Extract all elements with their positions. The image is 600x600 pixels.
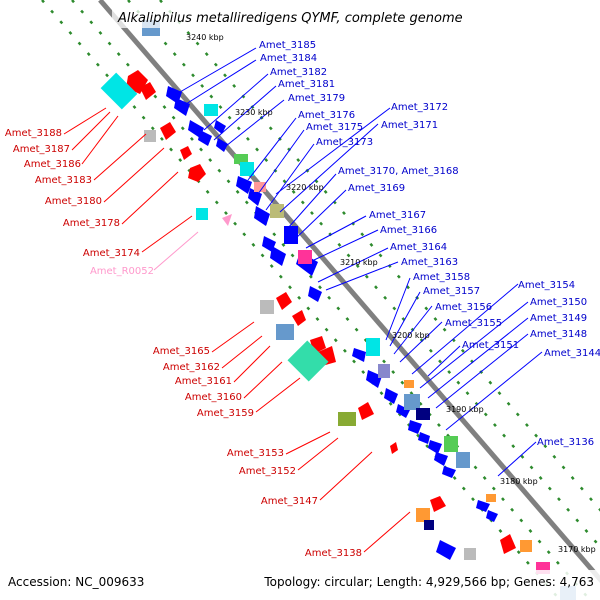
genome-backbone (98, 0, 600, 583)
gene-label: Amet_3167 (369, 210, 426, 221)
tick-3190: 3190 kbp (446, 405, 484, 414)
guide-line-outer-left (41, 0, 561, 600)
gene-label: Amet_3151 (462, 340, 519, 351)
gene-label: Amet_3169 (348, 183, 405, 194)
gene-label: Amet_3149 (530, 313, 587, 324)
tick-3240: 3240 kbp (186, 33, 224, 42)
gene-label: Amet_3165 (153, 346, 210, 357)
guide-line-inner-right (127, 0, 600, 549)
leader-lines-left (63, 107, 411, 553)
tick-3230: 3230 kbp (235, 108, 273, 117)
gene-label: Amet_3166 (380, 225, 437, 236)
gene-label: Amet_3176 (298, 110, 355, 121)
gene-label: Amet_3179 (288, 93, 345, 104)
footer-backdrop (0, 570, 600, 600)
position-ticks: 3240 kbp 3230 kbp 3220 kbp 3210 kbp 3200… (186, 33, 596, 554)
gene-label: Amet_3182 (270, 67, 327, 78)
tick-3220: 3220 kbp (286, 183, 324, 192)
guide-line-inner-left (71, 0, 591, 600)
leader-lines-right (179, 47, 543, 477)
gene-labels-left[interactable]: Amet_3188 Amet_3187 Amet_3186 Amet_3183 … (5, 128, 362, 559)
gene-label: Amet_3158 (413, 272, 470, 283)
tick-3210: 3210 kbp (340, 258, 378, 267)
title-backdrop (112, 4, 488, 28)
gene-label: Amet_3136 (537, 437, 594, 448)
gene-label: Amet_3181 (278, 79, 335, 90)
gene-label: Amet_3159 (197, 408, 254, 419)
gene-label: Amet_3156 (435, 302, 492, 313)
gene-label-rna: Amet_R0052 (90, 266, 154, 277)
tick-3170: 3170 kbp (558, 545, 596, 554)
gene-label: Amet_3175 (306, 122, 363, 133)
gene-label: Amet_3148 (530, 329, 587, 340)
gene-label: Amet_3152 (239, 466, 296, 477)
gene-label: Amet_3183 (35, 175, 92, 186)
gene-label: Amet_3163 (401, 257, 458, 268)
gene-label: Amet_3172 (391, 102, 448, 113)
gene-label: Amet_3157 (423, 286, 480, 297)
gene-label: Amet_3164 (390, 242, 447, 253)
gene-label: Amet_3138 (305, 548, 362, 559)
accession-text: Accession: NC_009633 (8, 575, 144, 589)
gene-label: Amet_3173 (316, 137, 373, 148)
feature-boxes (100, 20, 576, 600)
gene-label: Amet_3184 (260, 53, 317, 64)
gene-label: Amet_3188 (5, 128, 62, 139)
gene-label: Amet_3160 (185, 392, 242, 403)
gene-label: Amet_3150 (530, 297, 587, 308)
gene-label: Amet_3155 (445, 318, 502, 329)
gene-label: Amet_3185 (259, 40, 316, 51)
gene-label: Amet_3144 (544, 348, 600, 359)
gene-label: Amet_3174 (83, 248, 140, 259)
gene-label: Amet_3180 (45, 196, 102, 207)
tick-3180: 3180 kbp (500, 477, 538, 486)
gene-labels-right[interactable]: Amet_3185 Amet_3184 Amet_3182 Amet_3181 … (259, 40, 600, 448)
gene-label: Amet_3161 (175, 376, 232, 387)
gene-label: Amet_3162 (163, 362, 220, 373)
gene-label: Amet_3187 (13, 144, 70, 155)
gene-label: Amet_3170, Amet_3168 (338, 166, 459, 177)
leader-line-rna (153, 231, 199, 271)
topology-text: Topology: circular; Length: 4,929,566 bp… (263, 575, 594, 589)
genome-title: Alkaliphilus metalliredigens QYMF, compl… (117, 11, 463, 26)
gene-label: Amet_3186 (24, 159, 81, 170)
gene-label: Amet_3171 (381, 120, 438, 131)
gene-label: Amet_3178 (63, 218, 120, 229)
gene-label: Amet_3147 (261, 496, 318, 507)
tick-3200: 3200 kbp (392, 331, 430, 340)
guide-line-outer-right (159, 0, 600, 512)
gene-label: Amet_3153 (227, 448, 284, 459)
reverse-strand-genes (126, 70, 516, 554)
gene-label: Amet_3154 (518, 280, 575, 291)
